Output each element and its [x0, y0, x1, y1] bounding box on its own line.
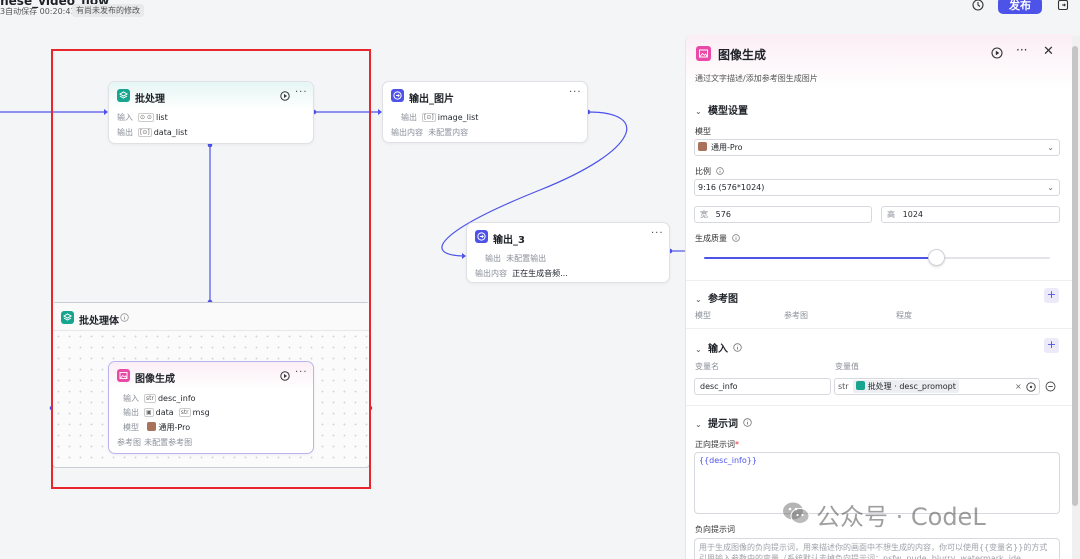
- batch-icon: [856, 381, 866, 390]
- node-title: 批处理: [135, 94, 165, 105]
- remove-icon[interactable]: [1045, 381, 1056, 392]
- node-title: 输出_3: [493, 235, 525, 246]
- height-field[interactable]: 高 1024: [881, 206, 1060, 223]
- output-3-node[interactable]: 输出_3 ··· 输出 未配置输出 输出内容 正在生成音频...: [466, 222, 670, 283]
- group-title: 批处理体: [79, 316, 119, 327]
- var-value-field[interactable]: str 批处理 · desc_promopt ×: [834, 378, 1040, 395]
- panel-scrollbar[interactable]: [1072, 36, 1080, 559]
- info-icon[interactable]: [120, 313, 129, 322]
- more-icon[interactable]: ···: [295, 367, 308, 378]
- chevron-down-icon: ⌄: [1047, 183, 1054, 192]
- top-bar: inese_video_flow 3自动保存 00:20:41 有尚未发布的修改…: [0, 0, 1080, 22]
- var-name-input[interactable]: desc_info: [694, 378, 831, 395]
- node-input-row: 输入⊙ ⊙list: [117, 113, 168, 122]
- run-icon[interactable]: [280, 371, 290, 381]
- batch-icon: [117, 89, 130, 102]
- output-icon: [475, 230, 488, 243]
- node-title: 输出_图片: [409, 94, 454, 105]
- batch-icon: [61, 311, 74, 324]
- panel-title: 图像生成: [718, 48, 767, 62]
- node-config-panel: 图像生成 通过文字描述/添加参考图生成图片 ··· ✕ ⌄模型设置 模型 通用-…: [685, 34, 1073, 559]
- input-section[interactable]: ⌄输入: [695, 340, 743, 355]
- ref-col-strength: 程度: [896, 311, 912, 320]
- variable-picker-icon[interactable]: [1026, 382, 1036, 392]
- output-icon: [391, 89, 404, 102]
- node-content-row: 输出内容 正在生成音频...: [475, 269, 568, 278]
- model-avatar: [146, 422, 156, 431]
- output-image-node[interactable]: 输出_图片 ··· 输出[⊙]image_list 输出内容 未配置内容: [382, 81, 588, 143]
- publish-button[interactable]: 发布: [998, 0, 1042, 14]
- info-icon[interactable]: [743, 418, 753, 427]
- wechat-logo-icon: [783, 502, 810, 524]
- more-icon[interactable]: ···: [651, 228, 664, 239]
- clear-icon[interactable]: ×: [1015, 382, 1022, 391]
- more-icon[interactable]: ···: [1016, 43, 1028, 57]
- history-icon[interactable]: [971, 0, 985, 12]
- ratio-select[interactable]: 9:16 (576*1024) ⌄: [694, 179, 1060, 196]
- panel-description: 通过文字描述/添加参考图生成图片: [695, 74, 818, 83]
- var-value-col: 变量值: [835, 362, 859, 371]
- chevron-down-icon: ⌄: [1047, 143, 1054, 152]
- node-output-row: 输出 未配置输出: [485, 254, 547, 263]
- node-output-row: 输出[⊙]data_list: [117, 128, 188, 137]
- more-icon[interactable]: ···: [569, 87, 582, 98]
- negative-prompt-label: 负向提示词: [695, 525, 735, 534]
- model-select[interactable]: 通用-Pro ⌄: [694, 139, 1060, 156]
- node-output-row: 输出[⊙]image_list: [401, 113, 479, 122]
- unpublished-badge: 有尚未发布的修改: [72, 4, 144, 17]
- negative-prompt-input[interactable]: 用于生成图像的负向提示词，用来描述你的画面中不想生成的内容，你可以使用{{变量名…: [694, 538, 1060, 559]
- batch-node[interactable]: 批处理 ··· 输入⊙ ⊙list 输出[⊙]data_list: [108, 81, 314, 144]
- quality-label: 生成质量: [695, 233, 740, 244]
- run-icon[interactable]: [991, 47, 1003, 59]
- quality-slider[interactable]: [704, 249, 1050, 266]
- chevron-down-icon: ⌄: [695, 345, 702, 354]
- node-ref-row: 参考图 未配置参考图: [117, 438, 193, 447]
- ratio-label: 比例: [695, 166, 724, 177]
- info-icon[interactable]: [731, 234, 740, 242]
- model-avatar: [698, 142, 707, 151]
- var-source-chip: 批处理 · desc_promopt: [853, 380, 959, 393]
- image-icon: [117, 369, 130, 382]
- highlight-box: [51, 49, 371, 489]
- more-icon[interactable]: ···: [295, 87, 308, 98]
- positive-prompt-input[interactable]: {{desc_info}}: [694, 452, 1060, 514]
- positive-prompt-label: 正向提示词*: [695, 440, 739, 449]
- reference-section[interactable]: ⌄参考图: [695, 294, 738, 305]
- prompt-section[interactable]: ⌄提示词: [695, 415, 753, 430]
- model-settings-section[interactable]: ⌄模型设置: [695, 106, 748, 117]
- info-icon[interactable]: [733, 343, 743, 352]
- workflow-canvas[interactable]: 批处理 ··· 输入⊙ ⊙list 输出[⊙]data_list 输出_图片 ·…: [0, 0, 685, 559]
- ref-col-image: 参考图: [784, 311, 808, 320]
- chevron-down-icon: ⌄: [695, 295, 702, 304]
- width-field[interactable]: 宽 576: [694, 206, 872, 223]
- scrollbar-thumb[interactable]: [1072, 46, 1078, 506]
- slider-handle[interactable]: [927, 249, 945, 266]
- var-name-col: 变量名: [695, 362, 719, 371]
- ref-col-model: 模型: [695, 311, 711, 320]
- export-icon[interactable]: [1056, 0, 1070, 12]
- model-label: 模型: [695, 127, 711, 136]
- image-icon: [696, 46, 711, 61]
- add-reference-button[interactable]: +: [1044, 288, 1059, 303]
- chevron-down-icon: ⌄: [695, 107, 702, 116]
- watermark-text: 公众号 · CodeL: [816, 503, 986, 531]
- info-icon[interactable]: [715, 167, 724, 175]
- workflow-title: inese_video_flow: [0, 0, 110, 8]
- run-icon[interactable]: [280, 91, 290, 101]
- chevron-down-icon: ⌄: [695, 420, 702, 429]
- node-content-row: 输出内容 未配置内容: [391, 128, 469, 137]
- node-title: 图像生成: [135, 374, 175, 385]
- node-model-row: 模型 通用-Pro: [123, 422, 191, 432]
- var-type-tag: str: [838, 382, 849, 391]
- close-icon[interactable]: ✕: [1043, 44, 1054, 59]
- slider-fill: [704, 257, 936, 259]
- save-status: 3自动保存 00:20:41: [0, 7, 76, 16]
- add-input-button[interactable]: +: [1044, 338, 1059, 353]
